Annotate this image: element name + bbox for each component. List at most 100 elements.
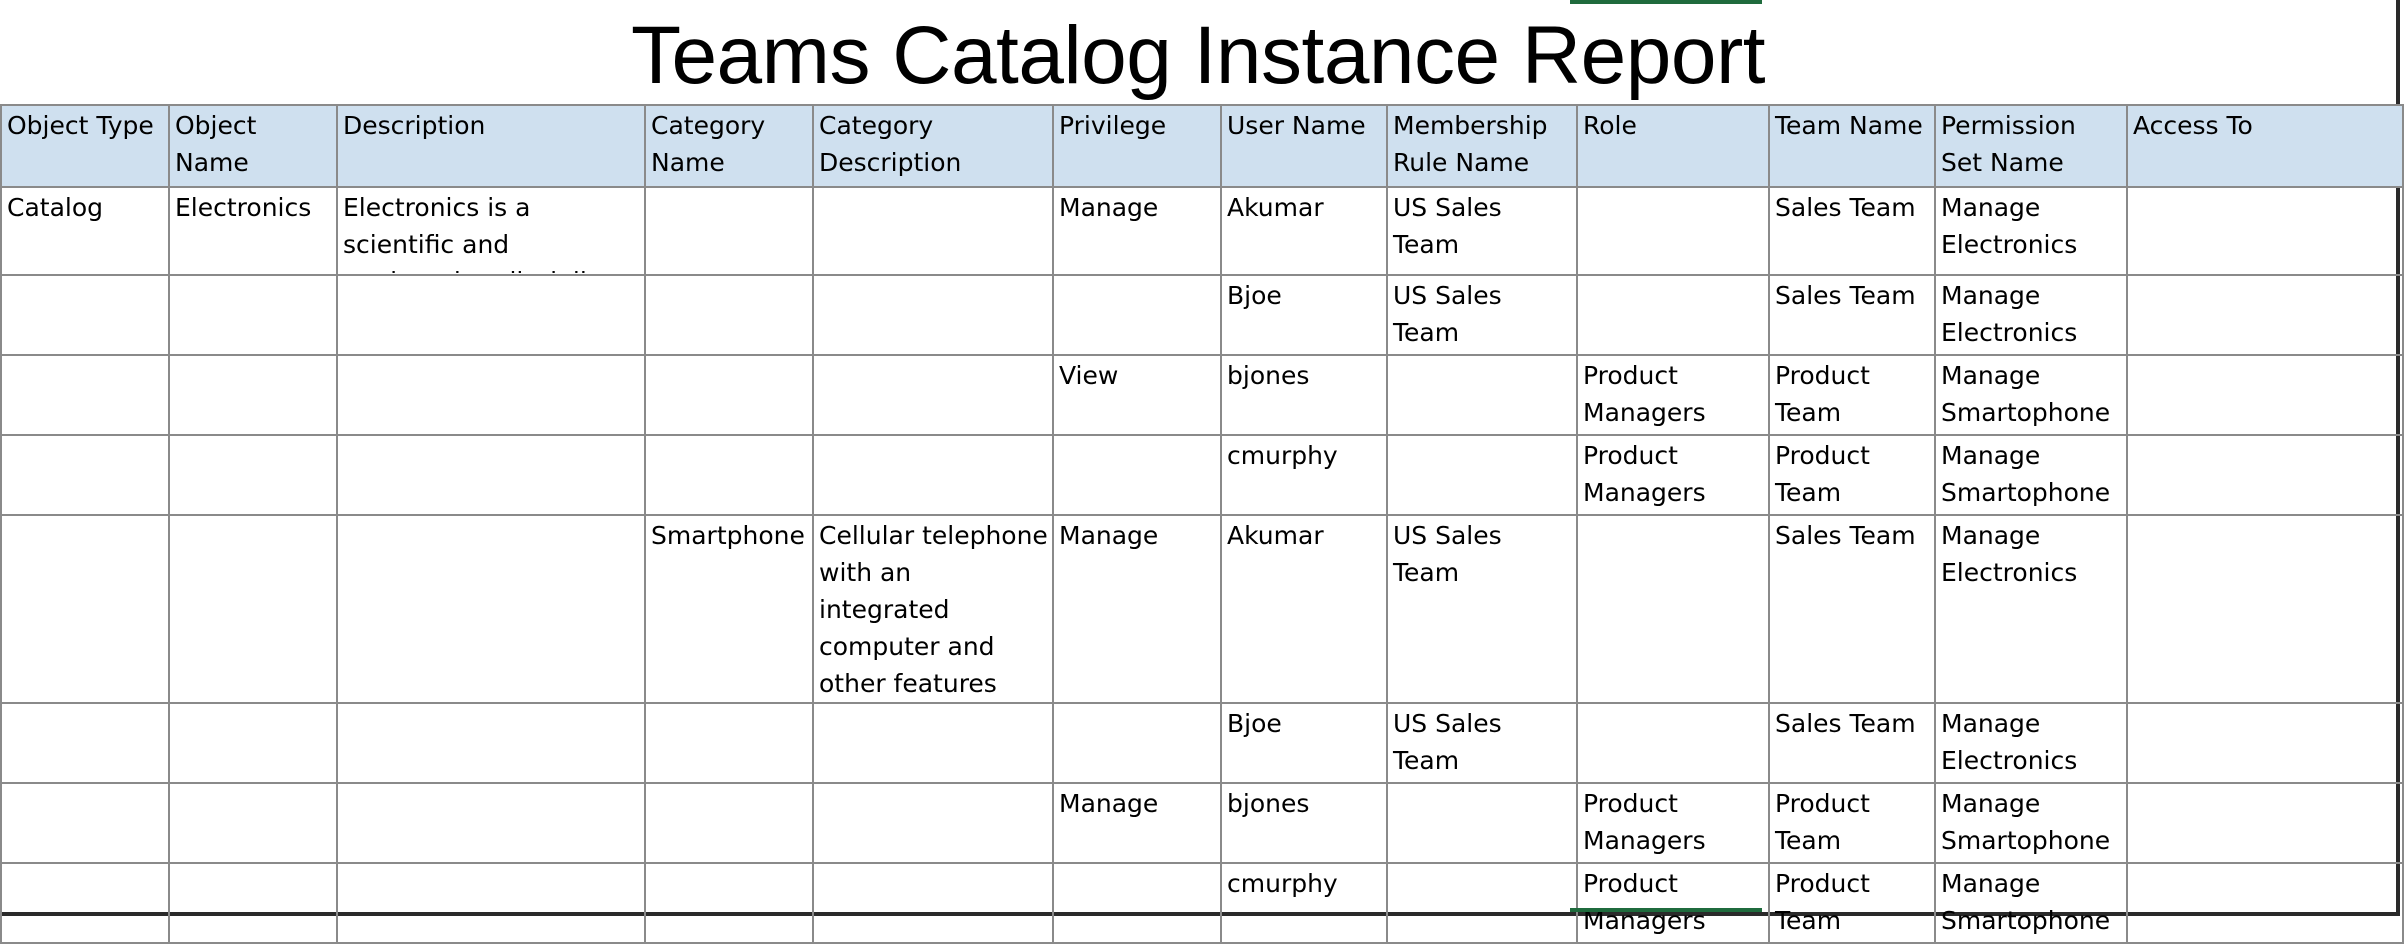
table-cell[interactable]: Bjoe (1220, 702, 1388, 784)
table-cell[interactable]: Product Team (1768, 354, 1936, 436)
table-cell[interactable]: US Sales Team (1386, 514, 1578, 704)
table-cell[interactable] (0, 354, 170, 436)
table-cell[interactable]: Manage Electronics (1934, 186, 2128, 276)
table-cell[interactable]: cmurphy (1220, 434, 1388, 516)
table-cell[interactable]: Electronics is a scientific and engineer… (336, 186, 646, 276)
table-cell[interactable] (168, 434, 338, 516)
table-cell[interactable]: Akumar (1220, 514, 1388, 704)
column-header[interactable]: Description (336, 104, 646, 188)
table-cell[interactable] (2126, 862, 2404, 944)
column-header[interactable]: User Name (1220, 104, 1388, 188)
table-cell[interactable]: Manage Electronics (1934, 702, 2128, 784)
table-cell[interactable]: Product Managers (1576, 434, 1770, 516)
table-cell[interactable]: Bjoe (1220, 274, 1388, 356)
table-cell[interactable]: Smartphone (644, 514, 814, 704)
table-cell[interactable] (0, 782, 170, 864)
table-cell[interactable] (168, 862, 338, 944)
table-cell[interactable] (812, 274, 1054, 356)
table-cell[interactable]: cmurphy (1220, 862, 1388, 944)
table-cell[interactable] (1576, 514, 1770, 704)
table-cell[interactable]: bjones (1220, 782, 1388, 864)
table-cell[interactable]: Product Managers (1576, 782, 1770, 864)
table-cell[interactable]: Manage (1052, 514, 1222, 704)
table-cell[interactable]: Sales Team (1768, 186, 1936, 276)
table-cell[interactable] (644, 702, 814, 784)
column-header[interactable]: Privilege (1052, 104, 1222, 188)
column-header[interactable]: Category Name (644, 104, 814, 188)
table-cell[interactable] (812, 434, 1054, 516)
column-header[interactable]: Category Description (812, 104, 1054, 188)
table-cell[interactable] (2126, 186, 2404, 276)
table-cell[interactable]: Sales Team (1768, 514, 1936, 704)
table-cell[interactable] (0, 702, 170, 784)
table-cell[interactable] (336, 514, 646, 704)
table-cell[interactable] (2126, 274, 2404, 356)
table-cell[interactable] (644, 862, 814, 944)
column-header[interactable]: Object Name (168, 104, 338, 188)
table-cell[interactable] (2126, 702, 2404, 784)
table-cell[interactable]: US Sales Team (1386, 186, 1578, 276)
table-cell[interactable] (812, 354, 1054, 436)
column-header[interactable]: Role (1576, 104, 1770, 188)
table-cell[interactable]: Product Team (1768, 862, 1936, 944)
table-cell[interactable]: Product Managers (1576, 862, 1770, 944)
table-cell[interactable]: Catalog (0, 186, 170, 276)
table-cell[interactable]: Product Managers (1576, 354, 1770, 436)
table-cell[interactable] (0, 434, 170, 516)
table-cell[interactable] (1576, 186, 1770, 276)
table-cell[interactable]: Electronics (168, 186, 338, 276)
table-cell[interactable] (812, 862, 1054, 944)
table-cell[interactable]: Product Team (1768, 434, 1936, 516)
table-cell[interactable] (168, 782, 338, 864)
table-cell[interactable]: bjones (1220, 354, 1388, 436)
table-cell[interactable] (1576, 274, 1770, 356)
table-cell[interactable] (644, 354, 814, 436)
table-cell[interactable] (1052, 434, 1222, 516)
table-cell[interactable] (2126, 354, 2404, 436)
table-cell[interactable] (1576, 702, 1770, 784)
table-cell[interactable]: Manage Smartophone (1934, 354, 2128, 436)
table-cell[interactable] (1386, 782, 1578, 864)
column-header[interactable]: Team Name (1768, 104, 1936, 188)
table-cell[interactable] (644, 186, 814, 276)
table-cell[interactable]: Manage (1052, 186, 1222, 276)
table-cell[interactable]: Product Team (1768, 782, 1936, 864)
table-cell[interactable] (168, 274, 338, 356)
table-cell[interactable] (812, 186, 1054, 276)
table-cell[interactable] (2126, 434, 2404, 516)
column-header[interactable]: Object Type (0, 104, 170, 188)
table-cell[interactable]: Manage Electronics (1934, 274, 2128, 356)
table-cell[interactable] (2126, 514, 2404, 704)
table-cell[interactable] (168, 702, 338, 784)
table-cell[interactable]: Manage Smartophone (1934, 782, 2128, 864)
column-header[interactable]: Membership Rule Name (1386, 104, 1578, 188)
table-cell[interactable] (168, 514, 338, 704)
table-cell[interactable] (812, 782, 1054, 864)
table-cell[interactable]: Manage (1052, 782, 1222, 864)
table-cell[interactable]: View (1052, 354, 1222, 436)
table-cell[interactable]: Manage Smartophone (1934, 862, 2128, 944)
table-cell[interactable]: Akumar (1220, 186, 1388, 276)
table-cell[interactable] (644, 782, 814, 864)
table-cell[interactable]: US Sales Team (1386, 274, 1578, 356)
table-cell[interactable] (1386, 862, 1578, 944)
table-cell[interactable] (336, 354, 646, 436)
table-cell[interactable] (0, 274, 170, 356)
column-header[interactable]: Access To (2126, 104, 2404, 188)
table-cell[interactable]: Cellular telephone with an integrated co… (812, 514, 1054, 704)
table-cell[interactable]: Sales Team (1768, 274, 1936, 356)
table-cell[interactable]: Manage Electronics (1934, 514, 2128, 704)
table-cell[interactable]: Sales Team (1768, 702, 1936, 784)
table-cell[interactable]: Manage Smartophone (1934, 434, 2128, 516)
table-cell[interactable] (644, 274, 814, 356)
table-cell[interactable]: US Sales Team (1386, 702, 1578, 784)
table-cell[interactable] (336, 434, 646, 516)
table-cell[interactable] (1052, 274, 1222, 356)
table-cell[interactable] (644, 434, 814, 516)
table-cell[interactable] (1386, 434, 1578, 516)
column-header[interactable]: Permission Set Name (1934, 104, 2128, 188)
table-cell[interactable] (1386, 354, 1578, 436)
table-cell[interactable] (336, 862, 646, 944)
table-cell[interactable] (0, 862, 170, 944)
table-cell[interactable] (336, 274, 646, 356)
